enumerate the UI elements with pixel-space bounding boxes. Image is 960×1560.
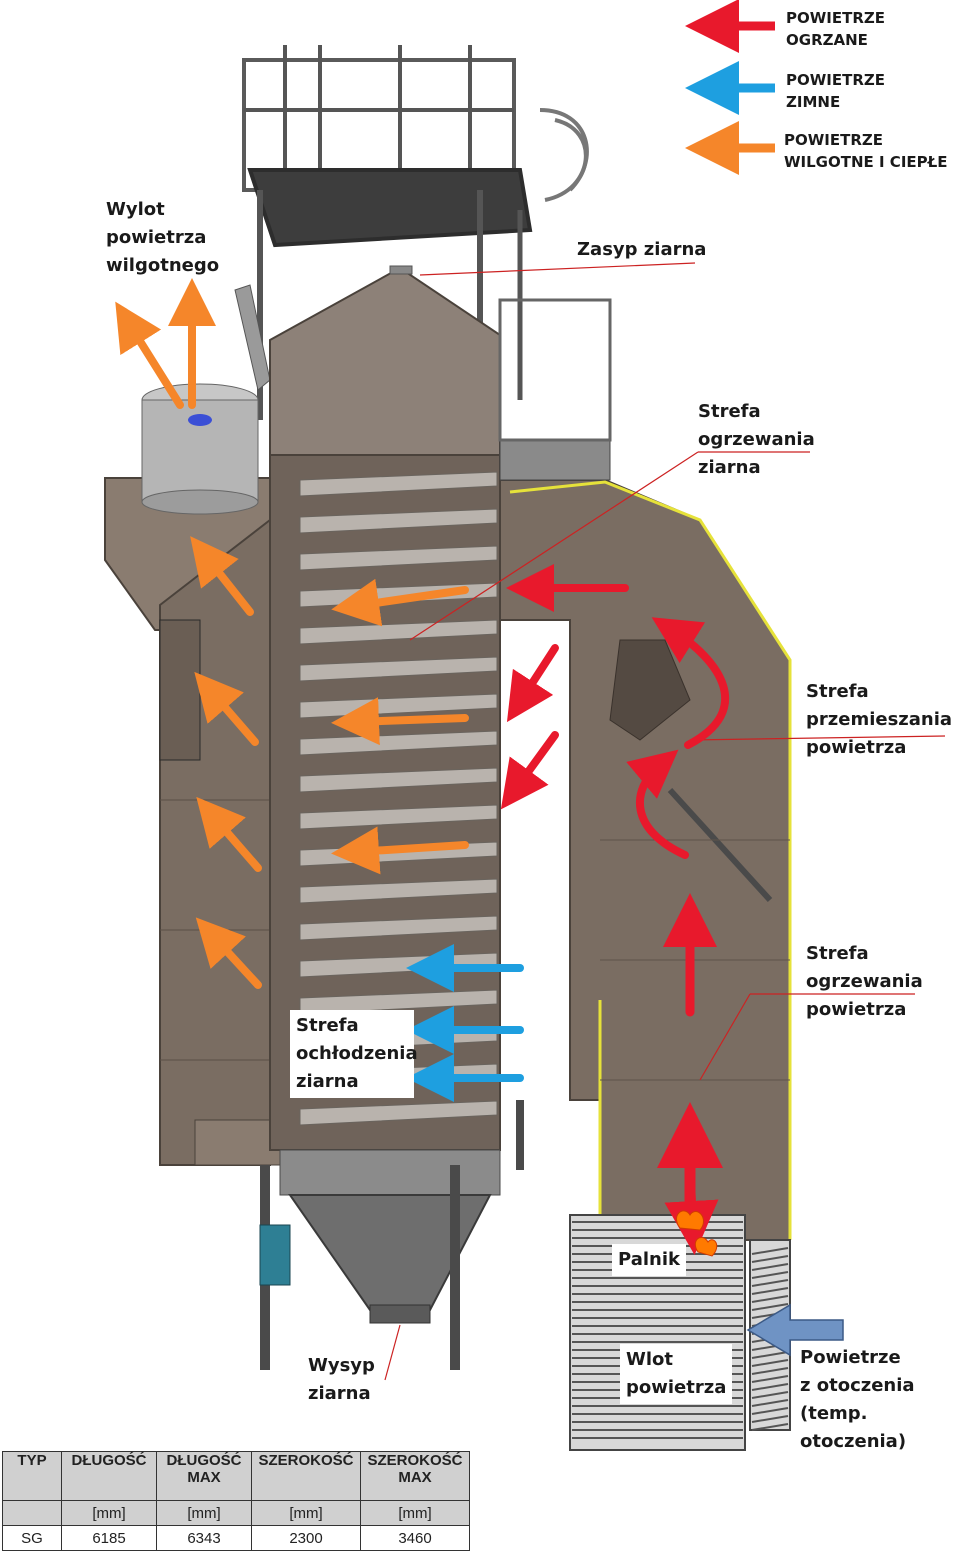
louver-slat xyxy=(751,1399,789,1407)
legend-arrows xyxy=(685,0,775,175)
legend-cold-label: POWIETRZE ZIMNE xyxy=(786,71,886,111)
legend-humid-label: POWIETRZE WILGOTNE I CIEPŁE xyxy=(784,131,948,171)
hot-air-arrow xyxy=(651,617,729,749)
burner-flame-icon xyxy=(676,1210,704,1231)
drying-shelf xyxy=(299,508,498,534)
hot-air-arrow xyxy=(500,731,559,810)
humid-flow-arrow xyxy=(331,826,469,875)
drying-shelf xyxy=(299,915,498,941)
label-grain-outlet: Wysyp ziarna xyxy=(308,1355,375,1404)
humid-flow-arrow xyxy=(194,671,259,746)
ambient-air-arrow xyxy=(746,1303,844,1357)
louver-slat xyxy=(751,1383,789,1391)
table-header-cell: DŁUGOŚĆ MAX xyxy=(156,1451,252,1501)
table-header-row: TYP DŁUGOŚĆ DŁUGOŚĆ MAX SZEROKOŚĆ SZEROK… xyxy=(2,1451,470,1501)
louver-slat xyxy=(751,1255,789,1263)
table-cell: 6185 xyxy=(61,1525,157,1551)
label-burner: Palnik xyxy=(612,1244,686,1276)
leader-lines xyxy=(384,262,946,1381)
flow-arrows xyxy=(115,278,844,1357)
humid-flow-arrow xyxy=(190,536,254,616)
bottom-hopper xyxy=(259,1100,524,1370)
table-header-cell: TYP xyxy=(2,1451,62,1501)
label-air-mixing-zone: Strefa przemieszania powietrza xyxy=(806,681,953,758)
louver-slat xyxy=(751,1271,789,1279)
hot-air-arrow xyxy=(626,749,689,859)
label-air-inlet: Wlot powietrza xyxy=(620,1344,733,1404)
label-air-heating-zone: Strefa ogrzewania powietrza xyxy=(806,943,923,1020)
louver-slat xyxy=(751,1391,789,1399)
humid-flow-arrow xyxy=(195,917,262,989)
table-header-cell: DŁUGOŚĆ xyxy=(61,1451,157,1501)
label-exhaust: Wylot powietrza wilgotnego xyxy=(106,199,220,276)
drying-shelf xyxy=(299,471,498,497)
table-unit-row: [mm] [mm] [mm] [mm] xyxy=(2,1500,470,1526)
legend-hot-label: POWIETRZE OGRZANE xyxy=(786,9,886,49)
drying-shelf xyxy=(299,878,498,904)
drying-shelf xyxy=(299,1100,498,1126)
table-cell: SG xyxy=(2,1525,62,1551)
table-unit-cell: [mm] xyxy=(251,1500,361,1526)
louver-slat xyxy=(751,1351,789,1359)
burner-flame-icon xyxy=(694,1237,718,1257)
table-unit-cell xyxy=(2,1500,62,1526)
drying-shelf xyxy=(299,767,498,793)
drying-shelf xyxy=(299,804,498,830)
spec-table: TYP DŁUGOŚĆ DŁUGOŚĆ MAX SZEROKOŚĆ SZEROK… xyxy=(2,1451,470,1551)
hot-air-arrow xyxy=(506,644,559,723)
humid-flow-arrow xyxy=(331,578,469,627)
table-unit-cell: [mm] xyxy=(156,1500,252,1526)
table-header-cell: SZEROKOŚĆ xyxy=(251,1451,361,1501)
table-unit-cell: [mm] xyxy=(61,1500,157,1526)
louver-slat xyxy=(751,1359,789,1367)
louver-slat xyxy=(751,1423,789,1431)
label-cooling-zone: Strefa ochłodzenia ziarna xyxy=(290,1010,418,1098)
label-ambient-air: Powietrze z otoczenia (temp. otoczenia) xyxy=(800,1347,915,1452)
label-grain-inlet: Zasyp ziarna xyxy=(577,239,707,260)
humid-flow-arrow xyxy=(196,796,262,872)
louver-slat xyxy=(751,1287,789,1295)
louver-slat xyxy=(751,1375,789,1383)
table-header-cell: SZEROKOŚĆ MAX xyxy=(360,1451,470,1501)
louver-slat xyxy=(751,1279,789,1287)
louver-slat xyxy=(751,1247,789,1255)
drying-shelf xyxy=(299,545,498,571)
table-cell: 2300 xyxy=(251,1525,361,1551)
humid-flow-arrow xyxy=(331,697,469,746)
louver-slat xyxy=(751,1303,789,1311)
table-cell: 3460 xyxy=(360,1525,470,1551)
louver-slat xyxy=(751,1263,789,1271)
louver-slat xyxy=(751,1415,789,1423)
table-row: SG 6185 6343 2300 3460 xyxy=(2,1525,470,1551)
louver-slat xyxy=(751,1407,789,1415)
drying-shelf xyxy=(299,656,498,682)
drying-shelf xyxy=(299,989,498,1015)
table-unit-cell: [mm] xyxy=(360,1500,470,1526)
table-cell: 6343 xyxy=(156,1525,252,1551)
label-grain-heating-zone: Strefa ogrzewania ziarna xyxy=(698,401,815,478)
humid-exhaust-arrow xyxy=(115,301,184,409)
louver-slat xyxy=(751,1367,789,1375)
louver-slat xyxy=(751,1295,789,1303)
